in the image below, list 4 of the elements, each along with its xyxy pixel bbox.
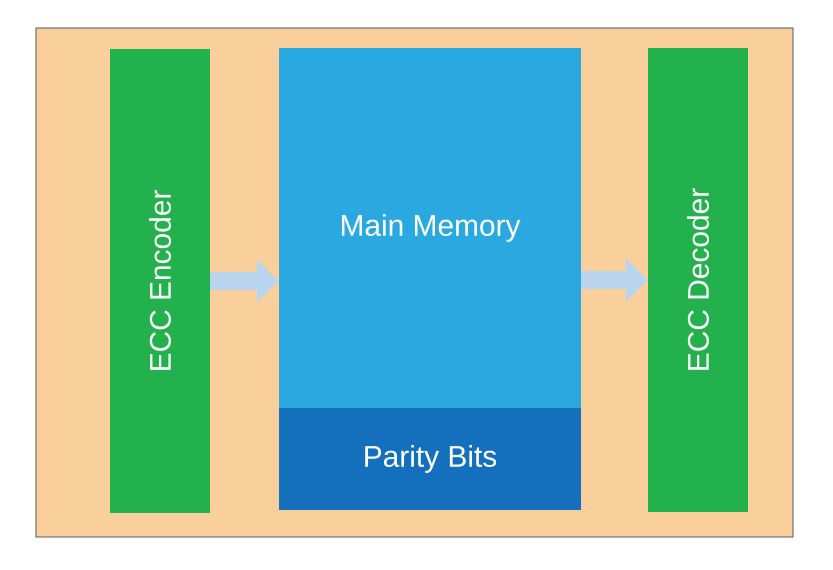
parity-box: Parity Bits [279, 408, 581, 510]
memory-box: Main Memory [279, 48, 581, 408]
encoder-box: ECC Encoder [110, 49, 210, 513]
decoder-box: ECC Decoder [648, 48, 748, 512]
